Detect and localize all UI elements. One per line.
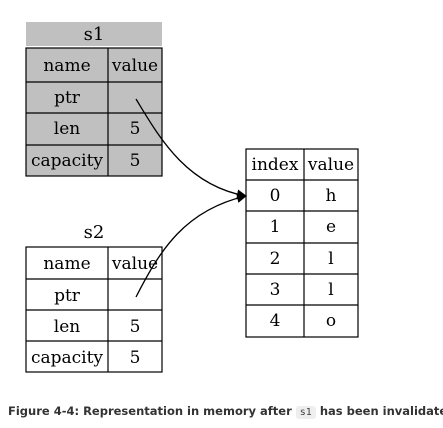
heap-table: index value 0 h 1 e 2 l 3 l 4 o [245, 148, 359, 338]
heap-header-value: value [307, 155, 354, 175]
heap-index-0: 0 [270, 186, 281, 206]
s2-ptr-label: ptr [54, 286, 81, 306]
s1-table: s1 name value ptr len 5 capacity 5 [25, 22, 163, 177]
heap-value-3: l [328, 280, 333, 300]
s2-title: s2 [84, 222, 105, 243]
heap-index-2: 2 [270, 249, 281, 269]
s1-ptr-arrow [135, 98, 247, 200]
figure-caption: Figure 4-4: Representation in memory aft… [8, 404, 443, 419]
heap-value-1: e [326, 217, 336, 237]
s1-grid-bg [25, 47, 163, 177]
s1-capacity-value: 5 [130, 151, 141, 171]
s1-title: s1 [84, 24, 105, 45]
heap-value-2: l [328, 249, 333, 269]
s1-title-bg [26, 22, 162, 46]
s2-len-value: 5 [130, 317, 141, 337]
s2-len-label: len [54, 317, 80, 337]
heap-index-1: 1 [270, 217, 281, 237]
s2-capacity-label: capacity [31, 348, 103, 368]
s2-ptr-arrow [135, 193, 247, 298]
s1-header-name: name [43, 56, 90, 76]
caption-code: s1 [295, 406, 316, 419]
memory-diagram: s1 name value ptr len 5 capacity 5 s2 na… [25, 22, 359, 373]
caption-prefix: Figure 4-4: Representation in memory aft… [8, 404, 292, 418]
heap-value-0: h [326, 186, 337, 206]
s2-table: s2 name value ptr len 5 capacity 5 [25, 222, 163, 373]
heap-index-3: 3 [270, 280, 281, 300]
s1-len-label: len [54, 119, 80, 139]
heap-header-index: index [252, 155, 299, 175]
s2-header-value: value [111, 254, 158, 274]
heap-value-4: o [326, 311, 336, 331]
caption-suffix: has been invalidated [319, 404, 443, 418]
s1-capacity-label: capacity [31, 151, 103, 171]
s1-len-value: 5 [130, 119, 141, 139]
heap-index-4: 4 [270, 311, 281, 331]
s2-header-name: name [43, 254, 90, 274]
s1-ptr-label: ptr [54, 88, 81, 108]
s2-capacity-value: 5 [130, 348, 141, 368]
s1-header-value: value [111, 56, 158, 76]
